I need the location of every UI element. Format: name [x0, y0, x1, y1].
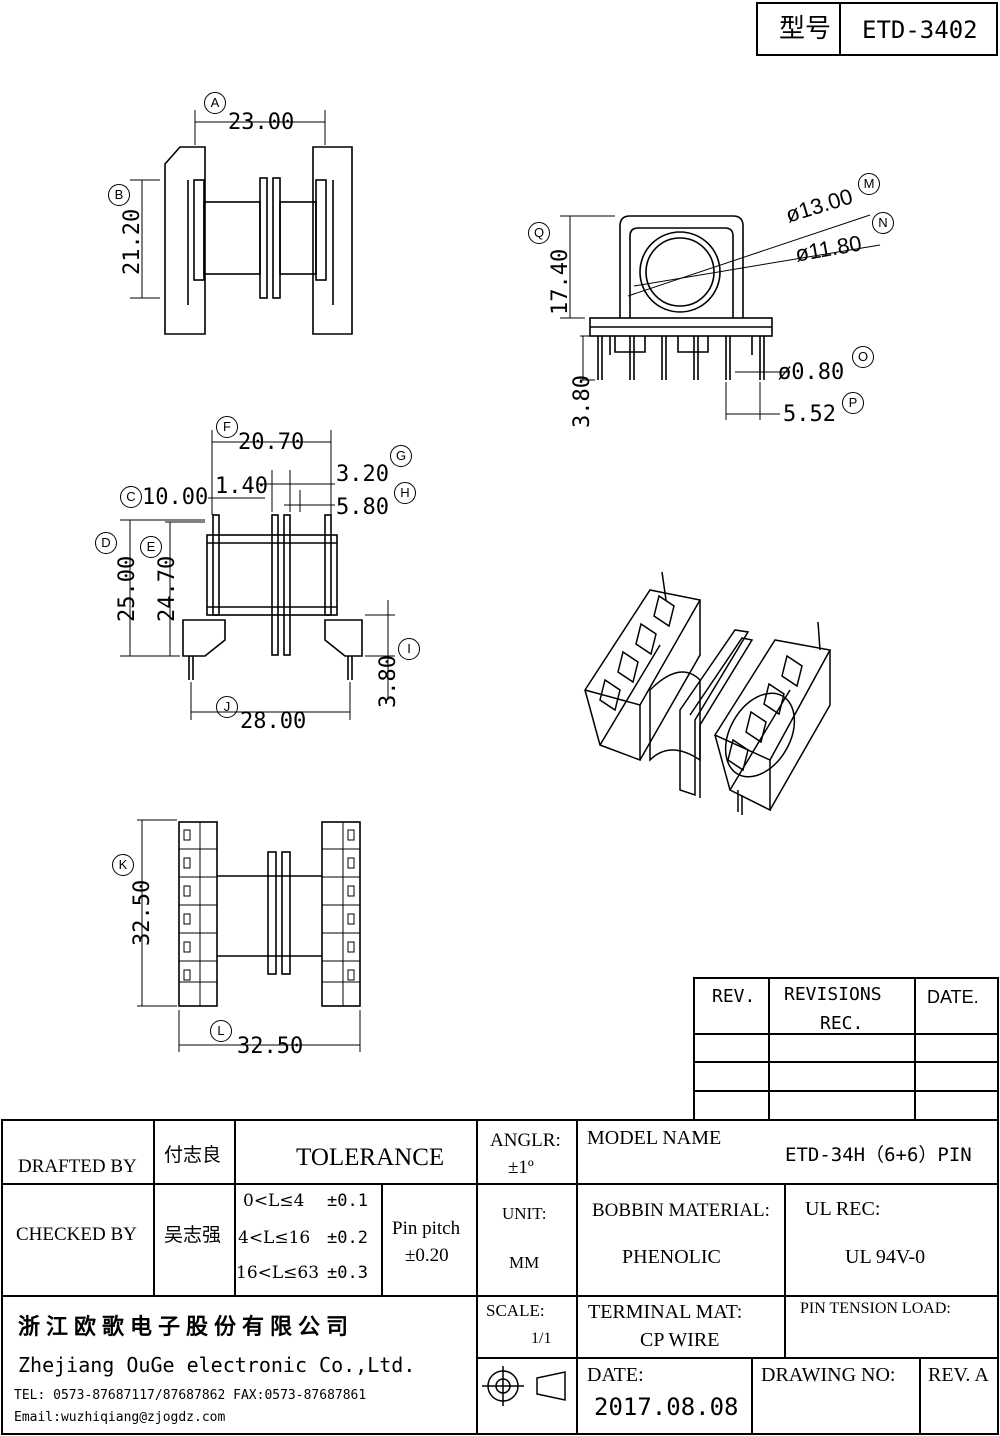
pin-pitch-label: Pin pitch — [392, 1218, 461, 1239]
unit-value: MM — [509, 1253, 540, 1272]
tolerance-value-1: ±0.1 — [327, 1191, 368, 1211]
dim-n-marker: N — [872, 212, 894, 234]
dim-l-value: 32.50 — [237, 1034, 304, 1059]
rec-col-header: REC. — [820, 1013, 864, 1034]
ul-rec-label: UL REC: — [805, 1198, 881, 1220]
drafted-by-value: 付志良 — [164, 1144, 222, 1166]
dim-k-marker: K — [112, 854, 134, 876]
dim-i-marker: I — [398, 638, 420, 660]
scale-label: SCALE: — [486, 1301, 545, 1320]
tolerance-range-1: 0<L≤4 — [243, 1191, 305, 1211]
model-header-box — [756, 2, 998, 56]
pin-side-view — [182, 514, 363, 680]
bobbin-material-label: BOBBIN MATERIAL: — [592, 1200, 770, 1221]
dim-c-value: 10.00 — [142, 485, 209, 510]
rev-col-header: REV. — [712, 986, 756, 1007]
isometric-view — [583, 571, 832, 815]
tolerance-label: TOLERANCE — [296, 1144, 445, 1171]
dim-lines-view2 — [560, 214, 881, 420]
bottom-view-cells — [137, 819, 361, 1052]
company-name-cn: 浙江欧歌电子股份有限公司 — [18, 1314, 355, 1340]
terminal-material-label: TERMINAL MAT: — [588, 1301, 743, 1323]
dim-d-value: 25.00 — [115, 555, 140, 622]
angle-label: ANGLR: — [490, 1130, 561, 1151]
dim-l-marker: L — [210, 1020, 232, 1042]
side-view-top — [164, 146, 353, 335]
dim-q-value: 17.40 — [548, 248, 573, 315]
dim-f-value: 20.70 — [238, 430, 305, 455]
dim-lines-view1 — [130, 110, 326, 299]
dim-j-value: 28.00 — [240, 709, 307, 734]
dim-g-value: 3.20 — [336, 462, 389, 487]
terminal-material-value: CP WIRE — [640, 1329, 720, 1351]
dim-o-marker: O — [852, 346, 874, 368]
dim-q-marker: Q — [528, 222, 550, 244]
pin-tension-label: PIN TENSION LOAD: — [800, 1300, 951, 1317]
date-label: DATE: — [587, 1364, 644, 1386]
pin-pitch-value: ±0.20 — [405, 1245, 449, 1266]
model-label: 型号 — [779, 14, 832, 44]
date-col-header: DATE. — [927, 987, 979, 1007]
bobbin-material-value: PHENOLIC — [622, 1246, 721, 1268]
scale-value: 1/1 — [531, 1330, 552, 1347]
dim-b-marker: B — [108, 184, 130, 206]
front-view — [589, 215, 773, 380]
dim-pin-length: 3.80 — [570, 375, 595, 428]
rev-label: REV. A — [928, 1364, 989, 1386]
ul-rec-value: UL 94V-0 — [845, 1246, 926, 1268]
dim-e-value: 24.70 — [155, 555, 180, 622]
dim-i-value: 3.80 — [376, 655, 401, 708]
dim-h-marker: H — [394, 482, 416, 504]
angle-value: ±1º — [508, 1157, 534, 1178]
dim-p-value: 5.52 — [783, 402, 836, 427]
dim-o-value: ø0.80 — [778, 360, 845, 385]
model-name-value: ETD-34H（6+6）PIN — [785, 1144, 972, 1166]
revisions-col-header: REVISIONS — [784, 984, 882, 1005]
dim-a-value: 23.00 — [228, 110, 295, 135]
dim-a-marker: A — [204, 92, 226, 114]
dim-h-value: 5.80 — [336, 495, 389, 520]
tolerance-value-2: ±0.2 — [327, 1228, 368, 1248]
company-email: Email:wuzhiqiang@zjogdz.com — [14, 1410, 226, 1425]
tolerance-range-2: 4<L≤16 — [238, 1228, 311, 1248]
checked-by-label: CHECKED BY — [16, 1224, 137, 1245]
dim-j-marker: J — [216, 696, 238, 718]
checked-by-value: 吴志强 — [164, 1224, 222, 1246]
dim-m-marker: M — [858, 173, 880, 195]
company-name-en: Zhejiang OuGe electronic Co.,Ltd. — [18, 1353, 416, 1377]
drawing-no-label: DRAWING NO: — [761, 1364, 896, 1386]
dim-b-value: 21.20 — [120, 208, 145, 275]
model-value: ETD-3402 — [862, 16, 978, 44]
projection-symbol — [482, 1366, 566, 1406]
drafted-by-label: DRAFTED BY — [18, 1156, 137, 1177]
unit-label: UNIT: — [502, 1204, 547, 1223]
model-name-label: MODEL NAME — [587, 1127, 722, 1149]
dim-d-marker: D — [95, 532, 117, 554]
tolerance-range-3: 16<L≤63 — [236, 1263, 320, 1283]
dim-f-marker: F — [216, 416, 238, 438]
dim-e-marker: E — [140, 536, 162, 558]
dim-p-marker: P — [842, 392, 864, 414]
date-value: 2017.08.08 — [594, 1393, 739, 1421]
tolerance-value-3: ±0.3 — [327, 1263, 368, 1283]
title-block — [1, 1119, 999, 1435]
company-tel-fax: TEL: 0573-87687117/87687862 FAX:0573-876… — [14, 1388, 367, 1403]
dim-c-marker: C — [120, 486, 142, 508]
dim-g-marker: G — [390, 445, 412, 467]
dim-gap-value: 1.40 — [215, 474, 268, 499]
dim-k-value: 32.50 — [130, 879, 155, 946]
bottom-view — [178, 821, 361, 1007]
